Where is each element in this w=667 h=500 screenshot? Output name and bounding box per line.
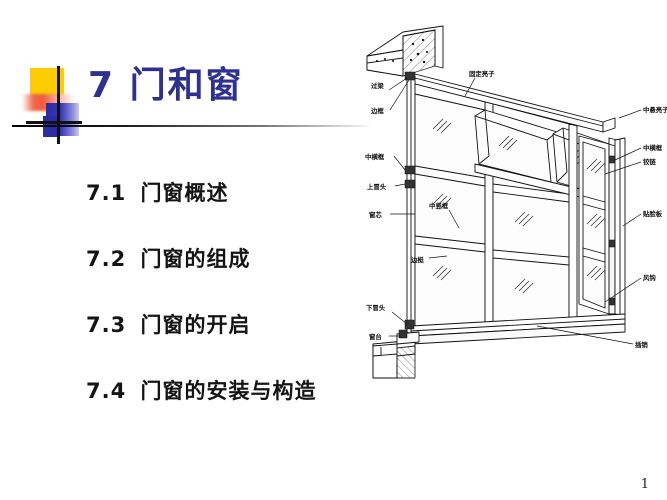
agenda-item-7-1: 7.1 门窗概述 (86, 180, 466, 206)
diagram-label-guoliang: 过梁 (371, 81, 384, 90)
diagram-label-zhonghengkuang: 中横框 (365, 152, 385, 161)
diagram-label-tielianban: 贴脸板 (643, 209, 663, 218)
diagram-label-zhonghengkuang-right: 中横框 (643, 143, 663, 152)
diagram-label-zhongshukuang: 中竖框 (429, 201, 449, 210)
logo-horizontal-line (26, 121, 82, 124)
diagram-label-zhongxuanliangzi: 中悬亮子 (643, 105, 667, 114)
leader-lines (388, 77, 642, 345)
title-label: 门和窗 (129, 65, 244, 106)
agenda-item-number: 7.2 (86, 247, 127, 271)
lintel-section (366, 25, 444, 77)
agenda-item-label: 门窗的组成 (140, 247, 251, 271)
diagram-label-xiamaotou: 下冒头 (366, 303, 386, 312)
diagram-labels: 过梁 边框 中横框 上冒头 窗芯 下冒头 窗台 固定亮子 中竖框 边梃 中悬亮子… (365, 69, 667, 349)
diagram-label-shangmaotou: 上冒头 (367, 182, 387, 191)
diagram-label-jiaolian: 铰链 (643, 157, 656, 166)
sill-wall-section (372, 329, 420, 379)
agenda-item-label: 门窗概述 (140, 181, 229, 205)
title-number: 7 (88, 65, 116, 106)
agenda-item-label: 门窗的安装与构造 (140, 379, 317, 403)
agenda-item-7-4: 7.4 门窗的安装与构造 (86, 378, 466, 404)
decorative-logo-mark (22, 66, 94, 144)
agenda-item-number: 7.1 (86, 181, 127, 205)
diagram-label-biankuang: 边框 (370, 106, 384, 115)
agenda-item-number: 7.3 (86, 313, 127, 337)
window-construction-diagram: 过梁 边框 中横框 上冒头 窗芯 下冒头 窗台 固定亮子 中竖框 边梃 中悬亮子… (357, 14, 667, 384)
diagram-label-bianting: 边梃 (410, 255, 424, 264)
logo-vertical-line (57, 66, 60, 144)
page-title: 7 门和窗 (88, 64, 244, 108)
diagram-label-chuangtai: 窗台 (369, 332, 382, 341)
agenda-list: 7.1 门窗概述 7.2 门窗的组成 7.3 门窗的开启 7.4 门窗的安装与构… (86, 180, 466, 444)
diagram-label-chaxiao: 插销 (635, 340, 648, 349)
diagram-label-fenggou: 风钩 (643, 273, 656, 282)
title-block: 7 门和窗 (0, 52, 380, 152)
diagram-label-chuangxin: 窗芯 (369, 210, 382, 219)
agenda-item-7-2: 7.2 门窗的组成 (86, 246, 466, 272)
agenda-item-number: 7.4 (86, 379, 127, 403)
title-divider (12, 125, 372, 127)
agenda-item-label: 门窗的开启 (140, 313, 251, 337)
page-number: 1 (640, 477, 649, 492)
open-casement-leaf (578, 135, 626, 317)
left-side-frame (406, 73, 416, 337)
agenda-item-7-3: 7.3 门窗的开启 (86, 312, 466, 338)
diagram-label-gudinglliangzi: 固定亮子 (469, 69, 495, 78)
